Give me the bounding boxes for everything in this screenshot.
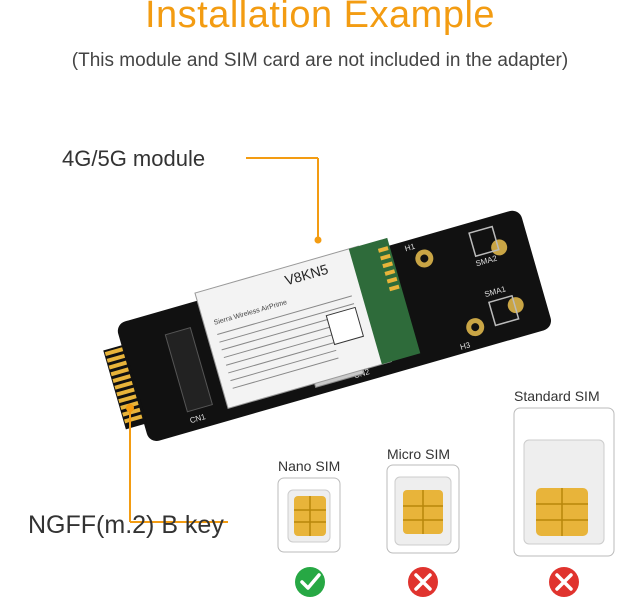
cross-icon <box>549 567 579 597</box>
nano-sim <box>277 477 341 553</box>
standard-sim-label: Standard SIM <box>514 388 600 404</box>
cross-icon <box>408 567 438 597</box>
cn1-label: CN1 <box>189 412 207 425</box>
nano-sim-label: Nano SIM <box>278 458 341 474</box>
page-subtitle: (This module and SIM card are not includ… <box>71 50 569 71</box>
page-title: Installation Example <box>144 0 496 36</box>
module-callout-label: 4G/5G module <box>62 146 206 171</box>
check-icon <box>295 567 325 597</box>
adapter-board: H1 H3 SMA2 SMA1 CN1 CN2 <box>103 210 552 441</box>
h3-label: H3 <box>459 340 472 352</box>
h1-label: H1 <box>404 242 417 254</box>
micro-sim <box>386 464 460 554</box>
micro-sim-label: Micro SIM <box>387 446 450 462</box>
sma-pads <box>468 225 520 327</box>
qr-code <box>325 306 365 346</box>
gold-fingers <box>103 344 148 430</box>
mounting-holes <box>415 239 524 337</box>
module-callout <box>246 157 322 244</box>
standard-sim <box>513 407 615 557</box>
key-callout-label: NGFF(m.2) B key <box>28 511 224 539</box>
key-callout <box>126 404 228 523</box>
4g-5g-module: V8KN5 Sierra Wireless AirPrime <box>194 237 421 410</box>
